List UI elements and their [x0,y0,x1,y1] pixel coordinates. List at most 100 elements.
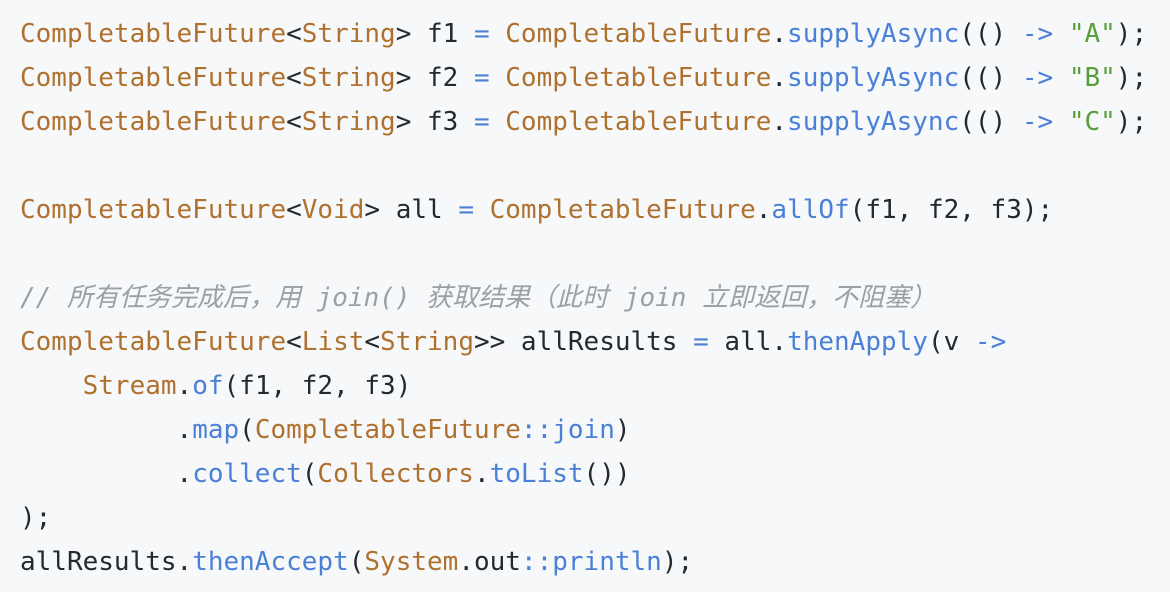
code-token [1053,19,1069,49]
code-token: = [473,63,490,93]
code-token: ( [301,459,318,489]
code-line-5: CompletableFuture<Void> all = Completabl… [20,188,1053,232]
code-token: ( [239,415,255,445]
code-token: CompletableFuture [489,195,756,225]
code-token: (() [959,19,1022,49]
code-token: < [286,19,302,49]
code-token: CompletableFuture [505,107,772,137]
code-token: . [20,459,193,489]
code-token: Stream [82,371,177,401]
code-token: String [380,327,474,357]
code-token [490,107,506,137]
code-token: List [301,327,365,357]
code-line-1: CompletableFuture<String> f1 = Completab… [20,12,1147,56]
code-token: . [771,63,788,93]
code-token: supplyAsync [787,107,960,137]
code-token: collect [192,459,302,489]
code-token: -> [974,327,1007,357]
code-token: supplyAsync [787,19,960,49]
code-token [1053,107,1069,137]
code-token: -> [1021,107,1054,137]
code-token: toList [489,459,584,489]
code-token: String [301,19,396,49]
code-token: . [755,195,772,225]
code-token: join [552,415,615,445]
code-token: "A" [1068,19,1116,49]
code-token: "C" [1068,107,1116,137]
code-token: . [771,107,788,137]
code-token: CompletableFuture [20,195,287,225]
code-token [490,19,506,49]
code-token: . [771,19,788,49]
code-token: String [301,63,396,93]
code-line-3: CompletableFuture<String> f3 = Completab… [20,100,1147,144]
code-token: -> [1021,63,1054,93]
code-token: (f1, f2, f3) [223,371,412,401]
code-token: ); [1115,19,1148,49]
code-token: . [20,415,193,445]
code-token: .out [458,547,521,577]
code-token: CompletableFuture [254,415,521,445]
code-token [474,195,490,225]
code-token: CompletableFuture [20,327,287,357]
code-line-9: Stream.of(f1, f2, f3) [20,364,412,408]
code-token: all. [708,327,788,357]
code-token: = [458,195,474,225]
code-token: -> [1021,19,1054,49]
code-token: CompletableFuture [20,19,287,49]
code-token: > f3 [395,107,474,137]
code-token [490,63,506,93]
code-line-13: allResults.thenAccept(System.out::printl… [20,540,693,584]
code-token: > f2 [395,63,474,93]
code-token [1053,63,1069,93]
code-token: thenApply [787,327,928,357]
code-token: = [473,19,490,49]
code-token: :: [520,415,553,445]
code-comment: // 所有任务完成后，用 join() 获取结果（此时 join 立即返回，不阻… [20,283,937,313]
code-token: println [552,547,662,577]
code-token: < [286,107,302,137]
code-line-12: ); [20,496,51,540]
code-token: allResults. [20,547,193,577]
code-line-11: .collect(Collectors.toList()) [20,452,631,496]
code-token: CompletableFuture [505,19,772,49]
code-token: = [693,327,709,357]
code-token: (f1, f2, f3); [849,195,1054,225]
code-line-8: CompletableFuture<List<String>> allResul… [20,320,1006,364]
code-line-10: .map(CompletableFuture::join) [20,408,631,452]
code-token: CompletableFuture [20,63,287,93]
code-line-2: CompletableFuture<String> f2 = Completab… [20,56,1147,100]
code-token [20,371,83,401]
code-token: Void [301,195,365,225]
code-token: :: [520,547,553,577]
code-token: System [364,547,459,577]
code-token: < [364,327,381,357]
code-token: < [286,195,302,225]
code-token: ); [1115,107,1148,137]
code-token: > f1 [395,19,474,49]
code-token: (v [927,327,975,357]
code-token: Collectors [317,459,474,489]
code-token: CompletableFuture [505,63,772,93]
code-token: CompletableFuture [20,107,287,137]
comment-line: // 所有任务完成后，用 join() 获取结果（此时 join 立即返回，不阻… [20,276,936,320]
code-token: . [473,459,490,489]
code-token: > all [364,195,459,225]
code-token: of [192,371,224,401]
code-token: < [286,63,302,93]
code-token: ); [661,547,694,577]
code-token: ( [348,547,365,577]
code-token: = [473,107,490,137]
code-token: >> allResults [473,327,694,357]
code-token: allOf [771,195,850,225]
code-token: (() [959,63,1022,93]
code-token: ); [20,503,52,533]
code-token: (() [959,107,1022,137]
code-token: "B" [1068,63,1116,93]
code-token: String [301,107,396,137]
code-token: thenAccept [192,547,349,577]
code-token: supplyAsync [787,63,960,93]
code-token: < [286,327,302,357]
code-token: ) [614,415,631,445]
